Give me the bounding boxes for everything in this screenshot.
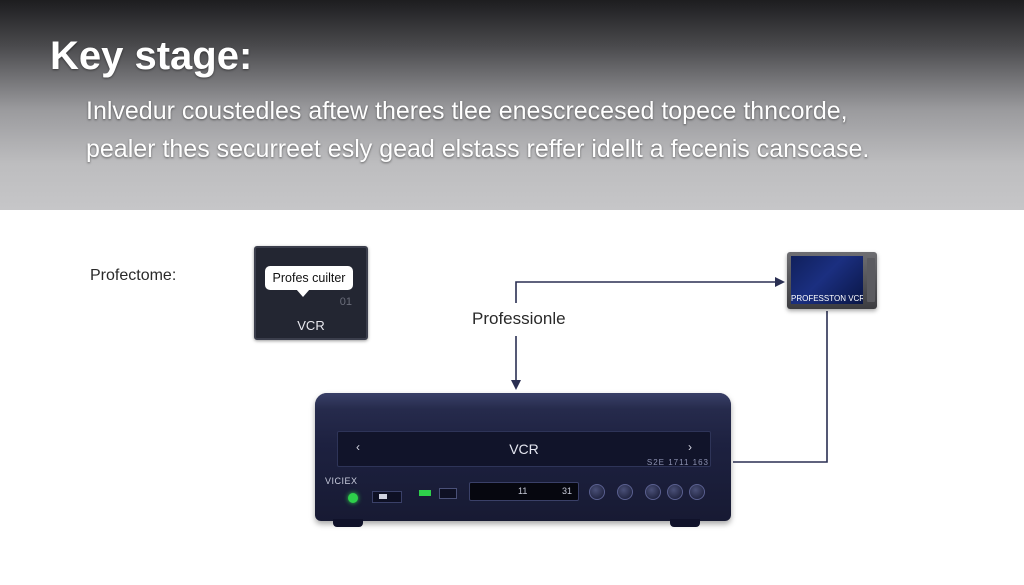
power-led-icon	[348, 493, 358, 503]
vcr-display: 11 31	[469, 482, 579, 501]
control-knob-2-icon	[617, 484, 633, 500]
monitor-side-panel	[867, 258, 875, 302]
control-knob-4-icon	[667, 484, 683, 500]
speech-bubble-tail	[296, 289, 310, 297]
slot-left-arrow-icon: ‹	[356, 440, 360, 454]
side-label: Profectome:	[90, 267, 177, 284]
eject-switch-icon	[372, 491, 402, 503]
subtitle-line-1: Inlvedur coustedles aftew theres tlee en…	[86, 97, 848, 125]
flow-label: Professionle	[472, 309, 566, 328]
status-led-icon	[419, 490, 431, 496]
slot-right-arrow-icon: ›	[688, 440, 692, 454]
vcr-foot-left	[333, 519, 363, 527]
vcr-card: Profes cuilter 01 VCR	[254, 246, 368, 340]
monitor-label: PROFESSTON VCR	[791, 294, 863, 303]
display-left-value: 11	[518, 486, 528, 496]
display-right-value: 31	[561, 486, 572, 496]
tape-slot-label: VCR	[509, 441, 539, 457]
subtitle-line-2: pealer thes securreet esly gead elstass …	[86, 135, 870, 163]
speech-bubble: Profes cuilter	[265, 266, 353, 290]
page-subtitle: Inlvedur coustedles aftew theres tlee en…	[86, 92, 869, 168]
control-knob-5-icon	[689, 484, 705, 500]
vcr-card-label: VCR	[297, 318, 325, 333]
connector-to-monitor	[515, 277, 785, 303]
vcr-top-cover	[315, 393, 731, 409]
tape-slot: ‹ VCR ›	[337, 431, 711, 467]
vcr-foot-right	[670, 519, 700, 527]
slot-number: S2E 1711 163	[646, 458, 709, 467]
control-knob-1-icon	[589, 484, 605, 500]
vcr-unit-icon: ‹ VCR › S2E 1711 163 VICIEX 11 31	[315, 393, 731, 521]
vcr-brand: VICIEX	[325, 476, 358, 486]
control-knob-3-icon	[645, 484, 661, 500]
monitor-icon: PROFESSTON VCR	[787, 252, 877, 309]
header-banner	[0, 0, 1024, 210]
mini-button-icon	[439, 488, 457, 499]
connector-monitor-return	[733, 311, 828, 463]
monitor-screen: PROFESSTON VCR	[791, 256, 863, 304]
vcr-card-number: 01	[339, 296, 352, 308]
page-title: Key stage:	[50, 34, 253, 78]
